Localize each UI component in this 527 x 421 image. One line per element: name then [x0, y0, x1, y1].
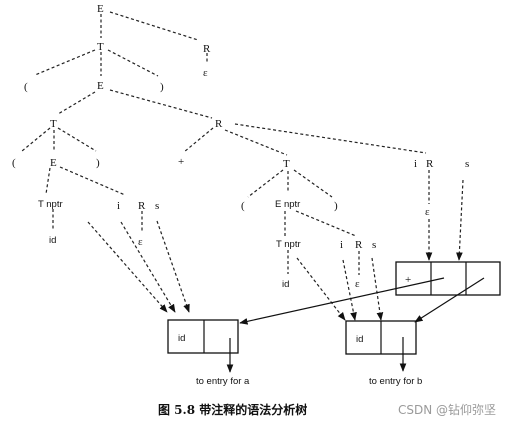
node-E-left: E — [50, 157, 57, 169]
node-T: T — [97, 41, 104, 53]
tree-nodes: E T R ε ( E ) T R ( E ) + T i R s T nptr… — [12, 3, 469, 290]
node-T-right: T — [283, 158, 290, 170]
node-Enptr: E nptr — [275, 199, 300, 210]
node-lparen-1: ( — [24, 81, 28, 93]
node-id-left: id — [49, 235, 56, 246]
watermark: CSDN @钻仰弥坚 — [398, 402, 496, 417]
node-R-top: R — [203, 43, 211, 55]
entry-b-label: to entry for b — [369, 376, 422, 387]
node-Tnptr-left: T nptr — [38, 199, 63, 210]
record-plus-op: + — [405, 274, 411, 286]
entry-a-label: to entry for a — [196, 376, 250, 387]
record-a-id: id — [178, 333, 185, 344]
node-T-left: T — [50, 118, 57, 130]
node-id-right: id — [282, 279, 289, 290]
node-lparen-2: ( — [12, 157, 16, 169]
node-rparen-1: ) — [160, 81, 164, 93]
node-plus: + — [178, 156, 184, 168]
node-s-right: s — [465, 158, 469, 170]
node-eps-left: ε — [138, 236, 143, 248]
node-i-left: i — [117, 200, 120, 212]
record-a: id to entry for a — [167, 319, 250, 387]
node-i-right: i — [414, 158, 417, 170]
node-eps-right: ε — [425, 206, 430, 218]
node-rparen-3: ) — [334, 200, 338, 212]
record-a-box — [167, 319, 239, 354]
node-rparen-2: ) — [96, 157, 100, 169]
node-i-mid: i — [340, 239, 343, 251]
node-R-left: R — [138, 200, 146, 212]
record-plus-box — [395, 261, 501, 296]
node-R-right: R — [426, 158, 434, 170]
record-b: id to entry for b — [345, 320, 422, 387]
node-Tnptr-right: T nptr — [276, 239, 301, 250]
record-plus: + — [239, 261, 501, 325]
tree-edges — [21, 11, 430, 275]
node-E-2: E — [97, 80, 104, 92]
node-E-root: E — [97, 3, 104, 15]
node-lparen-3: ( — [241, 200, 245, 212]
figure-caption: 图 5.8 带注释的语法分析树 — [158, 402, 307, 417]
pointer-arrows-dashed — [87, 179, 464, 321]
node-R-mid: R — [215, 118, 223, 130]
node-s-left: s — [155, 200, 159, 212]
node-s-mid: s — [372, 239, 376, 251]
node-eps-top: ε — [203, 67, 208, 79]
node-eps-inner: ε — [355, 278, 360, 290]
node-R-inner: R — [355, 239, 363, 251]
record-b-id: id — [356, 334, 363, 345]
